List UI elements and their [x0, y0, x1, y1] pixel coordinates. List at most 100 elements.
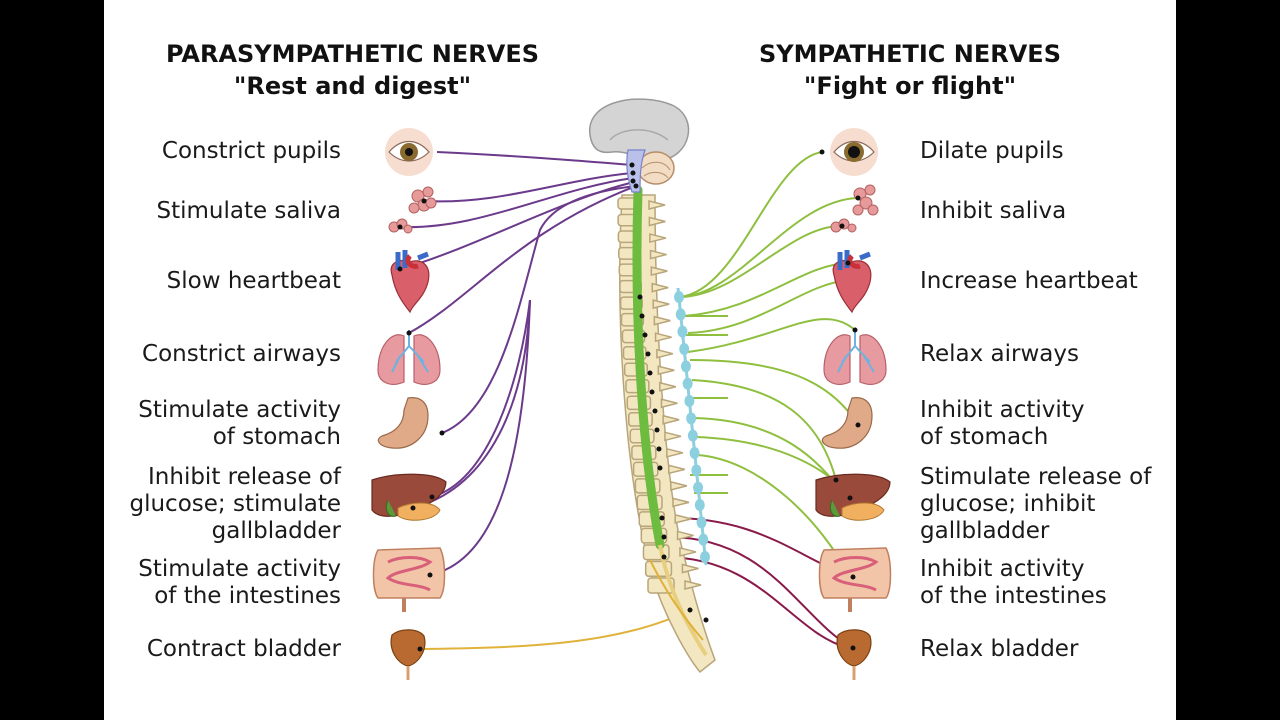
- vertebra-process: [659, 381, 677, 392]
- sympathetic-subtitle: "Fight or flight": [803, 72, 1017, 100]
- vertebra-process: [681, 563, 699, 574]
- stomach-icon: [821, 397, 873, 449]
- nerve-origin-dot: [629, 162, 635, 168]
- intestines-icon: [372, 547, 446, 612]
- ganglion: [677, 325, 688, 338]
- heart-icon: [390, 250, 430, 314]
- vertebra-process: [672, 497, 690, 508]
- sacral-nerve-line: [419, 609, 691, 650]
- eye-icon: [819, 128, 878, 176]
- ganglion: [686, 412, 697, 425]
- vertebra-process: [668, 464, 685, 475]
- left-label-pupils: Constrict pupils: [161, 138, 341, 164]
- right-label-pupils: Dilate pupils: [920, 138, 1064, 164]
- left-organ-icons: [371, 128, 447, 680]
- nerve-origin-dot: [637, 294, 643, 300]
- liver-icon: [815, 473, 891, 521]
- nerve-origin-dot: [656, 446, 662, 452]
- left-label-intestines: Stimulate activity of the intestines: [138, 556, 341, 609]
- vertebra-process: [650, 266, 668, 277]
- nerve-origin-dot: [661, 534, 667, 540]
- ganglion: [696, 516, 707, 529]
- right-organ-icons: [815, 128, 892, 680]
- sympathetic-ganglion-chain: [674, 287, 710, 566]
- heart-icon: [832, 250, 872, 314]
- ganglion: [694, 499, 705, 511]
- spinal-cord: [632, 185, 665, 550]
- nerve-origin-dot: [687, 607, 693, 613]
- ganglion: [698, 533, 709, 546]
- right-label-airways: Relax airways: [920, 341, 1079, 367]
- ganglion: [691, 464, 702, 477]
- right-label-stomach: Inhibit activity of stomach: [920, 397, 1085, 450]
- parasympathetic-subtitle: "Rest and digest": [233, 72, 472, 100]
- nerve-origin-dot: [659, 515, 665, 521]
- nerve-origin-dot: [703, 617, 709, 623]
- parasympathetic-header: PARASYMPATHETIC NERVES "Rest and digest": [140, 38, 565, 102]
- vertebra-process: [651, 282, 669, 293]
- nerve-origin-dot: [630, 170, 636, 176]
- ganglion: [674, 291, 684, 303]
- parasympathetic-nerve-lines: [399, 151, 637, 576]
- vertebra-process: [660, 398, 678, 409]
- nerve-origin-dot: [652, 408, 658, 414]
- right-label-glucose: Stimulate release of glucose; inhibit ga…: [920, 464, 1152, 544]
- sympathetic-title: SYMPATHETIC NERVES: [759, 40, 1061, 68]
- parasympathetic-title: PARASYMPATHETIC NERVES: [166, 40, 539, 68]
- intestines-icon: [818, 547, 892, 612]
- vertebra-process: [649, 249, 667, 260]
- ganglion: [682, 377, 693, 390]
- vertebra-process: [676, 530, 694, 541]
- liver-icon: [371, 473, 447, 521]
- ganglion: [689, 447, 700, 459]
- vertebra-process: [657, 365, 675, 376]
- vertebra-process: [664, 431, 682, 442]
- vertebra: [647, 577, 675, 594]
- salivary-gland-icon: [830, 184, 879, 233]
- nerve-origin-dot: [647, 370, 653, 376]
- brain: [589, 98, 690, 193]
- ganglion: [693, 481, 704, 494]
- lungs-icon: [823, 327, 887, 385]
- vertebra-process: [652, 299, 670, 310]
- salivary-gland-icon: [388, 186, 437, 234]
- bladder-icon: [390, 629, 426, 680]
- vertebra-process: [649, 233, 667, 244]
- vertebra-process: [674, 513, 692, 524]
- nerve-origin-dot: [657, 465, 663, 471]
- vertebra-process: [656, 348, 674, 359]
- stomach-icon: [377, 397, 445, 449]
- vertebra-process: [679, 546, 697, 557]
- nerve-origin-dot: [633, 183, 639, 189]
- spine: [617, 185, 716, 674]
- left-label-airways: Constrict airways: [142, 341, 341, 367]
- nerve-origin-dot: [645, 351, 651, 357]
- ganglion: [675, 308, 686, 321]
- nerve-origin-dot: [661, 554, 667, 560]
- vertebra-process: [670, 480, 688, 491]
- right-label-bladder: Relax bladder: [920, 636, 1079, 662]
- nerve-origin-dot: [639, 313, 645, 319]
- nerve-origin-dots: [629, 162, 709, 623]
- vertebra-process: [648, 216, 666, 227]
- nerve-origin-dot: [630, 178, 636, 184]
- vertebra-process: [666, 447, 683, 458]
- left-label-heartbeat: Slow heartbeat: [166, 268, 341, 294]
- vertebra-process: [654, 332, 672, 343]
- left-label-stomach: Stimulate activity of stomach: [138, 397, 341, 450]
- right-label-saliva: Inhibit saliva: [920, 198, 1067, 224]
- lungs-icon: [377, 330, 441, 385]
- ganglion: [680, 360, 691, 373]
- eye-icon: [385, 128, 433, 176]
- left-label-saliva: Stimulate saliva: [156, 198, 341, 224]
- bladder-icon: [836, 629, 872, 680]
- nerve-origin-dot: [654, 427, 660, 433]
- left-label-glucose: Inhibit release of glucose; stimulate ga…: [129, 464, 341, 544]
- ganglion: [684, 395, 695, 407]
- vertebra-process: [684, 580, 702, 590]
- left-label-bladder: Contract bladder: [146, 636, 341, 662]
- ganglion: [700, 551, 710, 563]
- nerve-origin-dot: [649, 389, 655, 395]
- ganglion: [679, 343, 690, 355]
